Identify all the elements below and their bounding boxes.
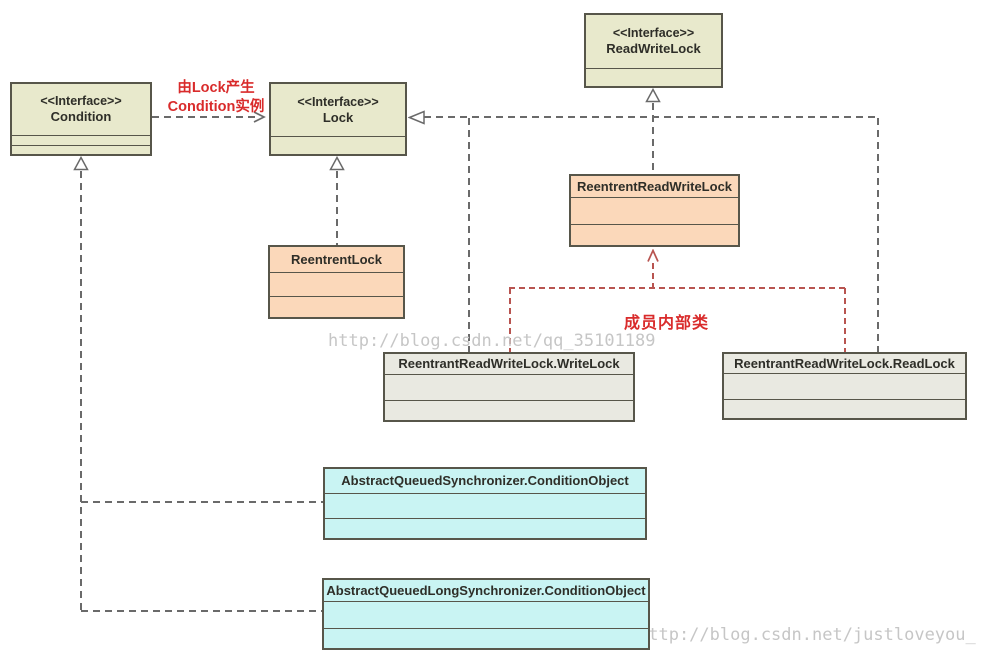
condition-name: Condition xyxy=(50,109,112,124)
member-inner-class-readlock-line xyxy=(844,288,846,352)
lock-realization-arrowhead-icon xyxy=(407,110,425,125)
reentrentreadwritelock-to-readwritelock-line xyxy=(652,103,654,174)
member-inner-class-writelock-line xyxy=(509,288,511,352)
reentrentlock-to-lock-line xyxy=(336,171,338,245)
readlock-operations-compartment xyxy=(724,399,965,418)
conditionobjects-vertical-line xyxy=(80,171,82,612)
aqls-conditionobject-operations-compartment xyxy=(324,628,648,648)
writelock-to-lock-vertical-line xyxy=(468,118,470,352)
reentrentreadwritelock-attributes-compartment xyxy=(571,197,738,224)
class-box-condition: <<Interface>> Condition xyxy=(10,82,152,156)
readlock-to-lock-vertical-line xyxy=(877,118,879,352)
reentrentreadwritelock-name: ReentrentReadWriteLock xyxy=(576,178,733,194)
reentrentlock-realization-arrowhead-icon xyxy=(329,155,345,171)
readlock-attributes-compartment xyxy=(724,373,965,399)
class-box-readlock: ReentrantReadWriteLock.ReadLock xyxy=(722,352,967,420)
class-box-lock: <<Interface>> Lock xyxy=(269,82,407,156)
aqls-conditionobject-name: AbstractQueuedLongSynchronizer.Condition… xyxy=(326,582,646,598)
lock-condition-note: 由Lock产生 Condition实例 xyxy=(160,79,272,117)
lock-name: Lock xyxy=(322,109,354,125)
readwritelock-realization-arrowhead-icon xyxy=(645,87,661,103)
class-box-aqs-conditionobject: AbstractQueuedSynchronizer.ConditionObje… xyxy=(323,467,647,540)
aqs-conditionobject-name: AbstractQueuedSynchronizer.ConditionObje… xyxy=(341,473,629,488)
writelock-operations-compartment xyxy=(385,400,633,420)
condition-lock-dependency-line xyxy=(152,116,256,118)
readwritelock-operations-compartment xyxy=(586,68,721,86)
readlock-name: ReentrantReadWriteLock.ReadLock xyxy=(734,355,955,371)
lock-condition-note-line2: Condition实例 xyxy=(167,99,265,115)
lock-realization-horizontal-line xyxy=(424,116,879,118)
watermark-bottom-right: http://blog.csdn.net/justloveyou_ xyxy=(638,625,976,645)
class-box-writelock: ReentrantReadWriteLock.WriteLock xyxy=(383,352,635,422)
condition-stereotype: <<Interface>> xyxy=(40,94,122,108)
class-box-reentrentreadwritelock: ReentrentReadWriteLock xyxy=(569,174,740,247)
reentrentlock-name: ReentrentLock xyxy=(290,251,383,267)
reentrentlock-attributes-compartment xyxy=(270,272,403,296)
member-inner-class-stem-line xyxy=(652,263,654,288)
lock-stereotype: <<Interface>> xyxy=(297,94,379,109)
readwritelock-name: ReadWriteLock xyxy=(606,41,701,56)
readwritelock-stereotype: <<Interface>> xyxy=(612,26,695,40)
writelock-attributes-compartment xyxy=(385,374,633,400)
aqls-conditionobject-attributes-compartment xyxy=(324,601,648,628)
lock-operations-compartment xyxy=(271,136,405,154)
dependency-arrowhead-icon xyxy=(252,110,266,124)
class-box-readwritelock: <<Interface>> ReadWriteLock xyxy=(584,13,723,88)
condition-realization-arrowhead-icon xyxy=(73,155,89,171)
condition-operations-compartment xyxy=(12,145,150,154)
member-inner-class-note: 成员内部类 xyxy=(624,315,710,332)
member-inner-class-arrowhead-icon xyxy=(646,248,660,263)
aqs-conditionobject-operations-compartment xyxy=(325,518,645,538)
class-box-aqls-conditionobject: AbstractQueuedLongSynchronizer.Condition… xyxy=(322,578,650,650)
condition-attributes-compartment xyxy=(12,135,150,145)
aqs-branch-line xyxy=(81,501,323,503)
aqls-branch-line xyxy=(81,610,322,612)
writelock-name: ReentrantReadWriteLock.WriteLock xyxy=(398,356,620,371)
watermark-center: http://blog.csdn.net/qq_35101189 xyxy=(328,331,656,351)
reentrentlock-operations-compartment xyxy=(270,296,403,317)
aqs-conditionobject-attributes-compartment xyxy=(325,493,645,518)
lock-condition-note-line1: 由Lock产生 xyxy=(177,80,255,96)
class-box-reentrentlock: ReentrentLock xyxy=(268,245,405,319)
member-inner-class-horizontal-line xyxy=(509,287,846,289)
reentrentreadwritelock-operations-compartment xyxy=(571,224,738,245)
